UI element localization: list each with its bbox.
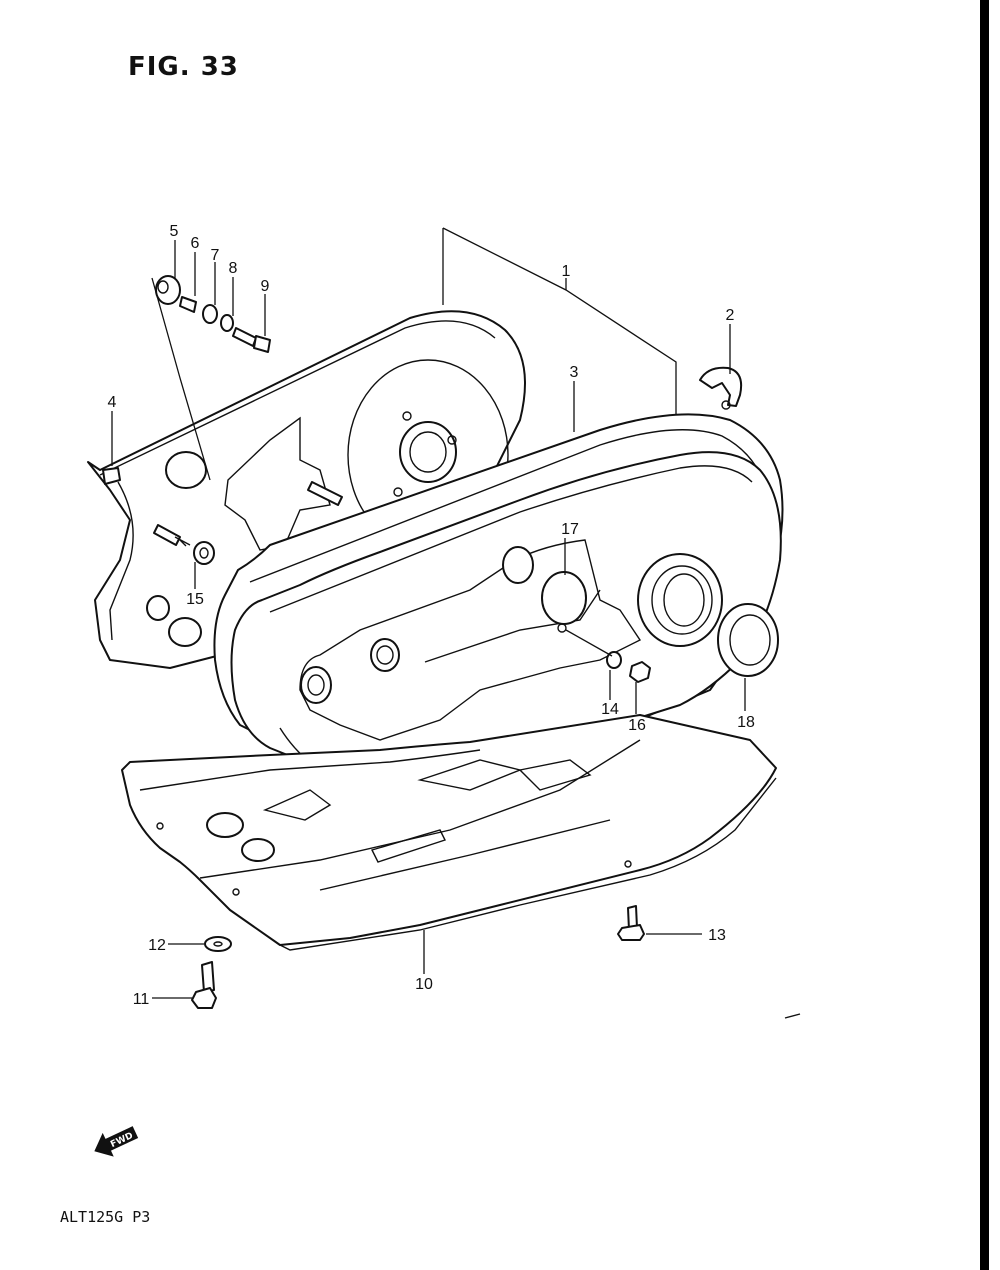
figure-title: FIG. 33 <box>128 52 239 82</box>
callout-15: 15 <box>186 591 204 608</box>
inner-chain-case <box>87 310 526 669</box>
callout-8: 8 <box>229 260 238 277</box>
callout-labels: 1 2 3 4 5 6 7 8 9 10 11 12 13 14 15 16 1… <box>108 223 755 1008</box>
parts-5-to-9 <box>155 275 271 353</box>
part-15-washer <box>193 541 215 565</box>
stray-mark <box>784 1013 801 1019</box>
parts-14-16-washer-nut <box>606 651 651 683</box>
part-10-skid-plate <box>121 714 777 951</box>
callout-14: 14 <box>601 701 619 718</box>
callout-6: 6 <box>191 235 200 252</box>
callout-11: 11 <box>133 991 150 1008</box>
part-2-clip <box>699 366 743 410</box>
callout-7: 7 <box>211 247 220 264</box>
part-4-clip <box>102 467 121 485</box>
studs <box>153 481 343 547</box>
part-1-bracket <box>442 227 677 420</box>
fwd-arrow-icon: FWD <box>94 1126 139 1157</box>
callout-17: 17 <box>561 521 579 538</box>
part-17-plug <box>541 571 587 625</box>
callout-1: 1 <box>562 263 571 280</box>
callout-5: 5 <box>170 223 179 240</box>
fasteners-11-12-13 <box>191 905 645 1009</box>
callout-16: 16 <box>628 717 646 734</box>
callout-2: 2 <box>726 307 735 324</box>
callout-10: 10 <box>415 976 433 993</box>
callout-12: 12 <box>148 937 166 954</box>
callout-4: 4 <box>108 394 117 411</box>
callout-3: 3 <box>570 364 579 381</box>
model-code: ALT125G P3 <box>60 1208 151 1226</box>
page-edge-bar <box>980 0 989 1270</box>
callout-9: 9 <box>261 278 270 295</box>
callout-13: 13 <box>708 927 726 944</box>
callout-18: 18 <box>737 714 755 731</box>
leader-lines <box>111 240 746 999</box>
part-18-oil-seal <box>717 603 779 677</box>
